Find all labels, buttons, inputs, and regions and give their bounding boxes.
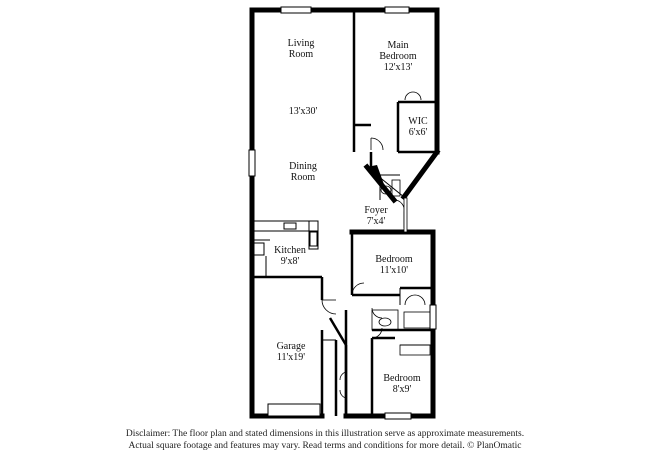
bath-fixtures	[371, 179, 431, 356]
disclaimer-line-2: Actual square footage and features may v…	[128, 441, 522, 451]
interior-walls	[252, 10, 437, 416]
living-room-label: Living Room	[287, 38, 315, 60]
foyer-window	[403, 197, 408, 233]
bedroom-2-label: Bedroom 11'x10'	[375, 254, 413, 276]
living-room-dim: 13'x30'	[288, 106, 318, 117]
kitchen-label: Kitchen 9'x8'	[274, 245, 306, 267]
kitchen-counters	[253, 220, 319, 276]
bedroom-3-label: Bedroom 8'x9'	[383, 373, 421, 395]
garage-label: Garage 11'x19'	[276, 341, 306, 363]
foyer-label: Foyer 7'x4'	[364, 205, 388, 227]
wic-label: WIC 6'x6'	[408, 116, 428, 138]
dining-room-label: Dining Room	[289, 161, 317, 183]
fireplace-shape	[367, 165, 386, 190]
disclaimer-line-1: Disclaimer: The floor plan and stated di…	[125, 429, 525, 439]
main-bedroom-label: Main Bedroom 12'x13'	[379, 40, 417, 73]
windows	[248, 6, 437, 420]
